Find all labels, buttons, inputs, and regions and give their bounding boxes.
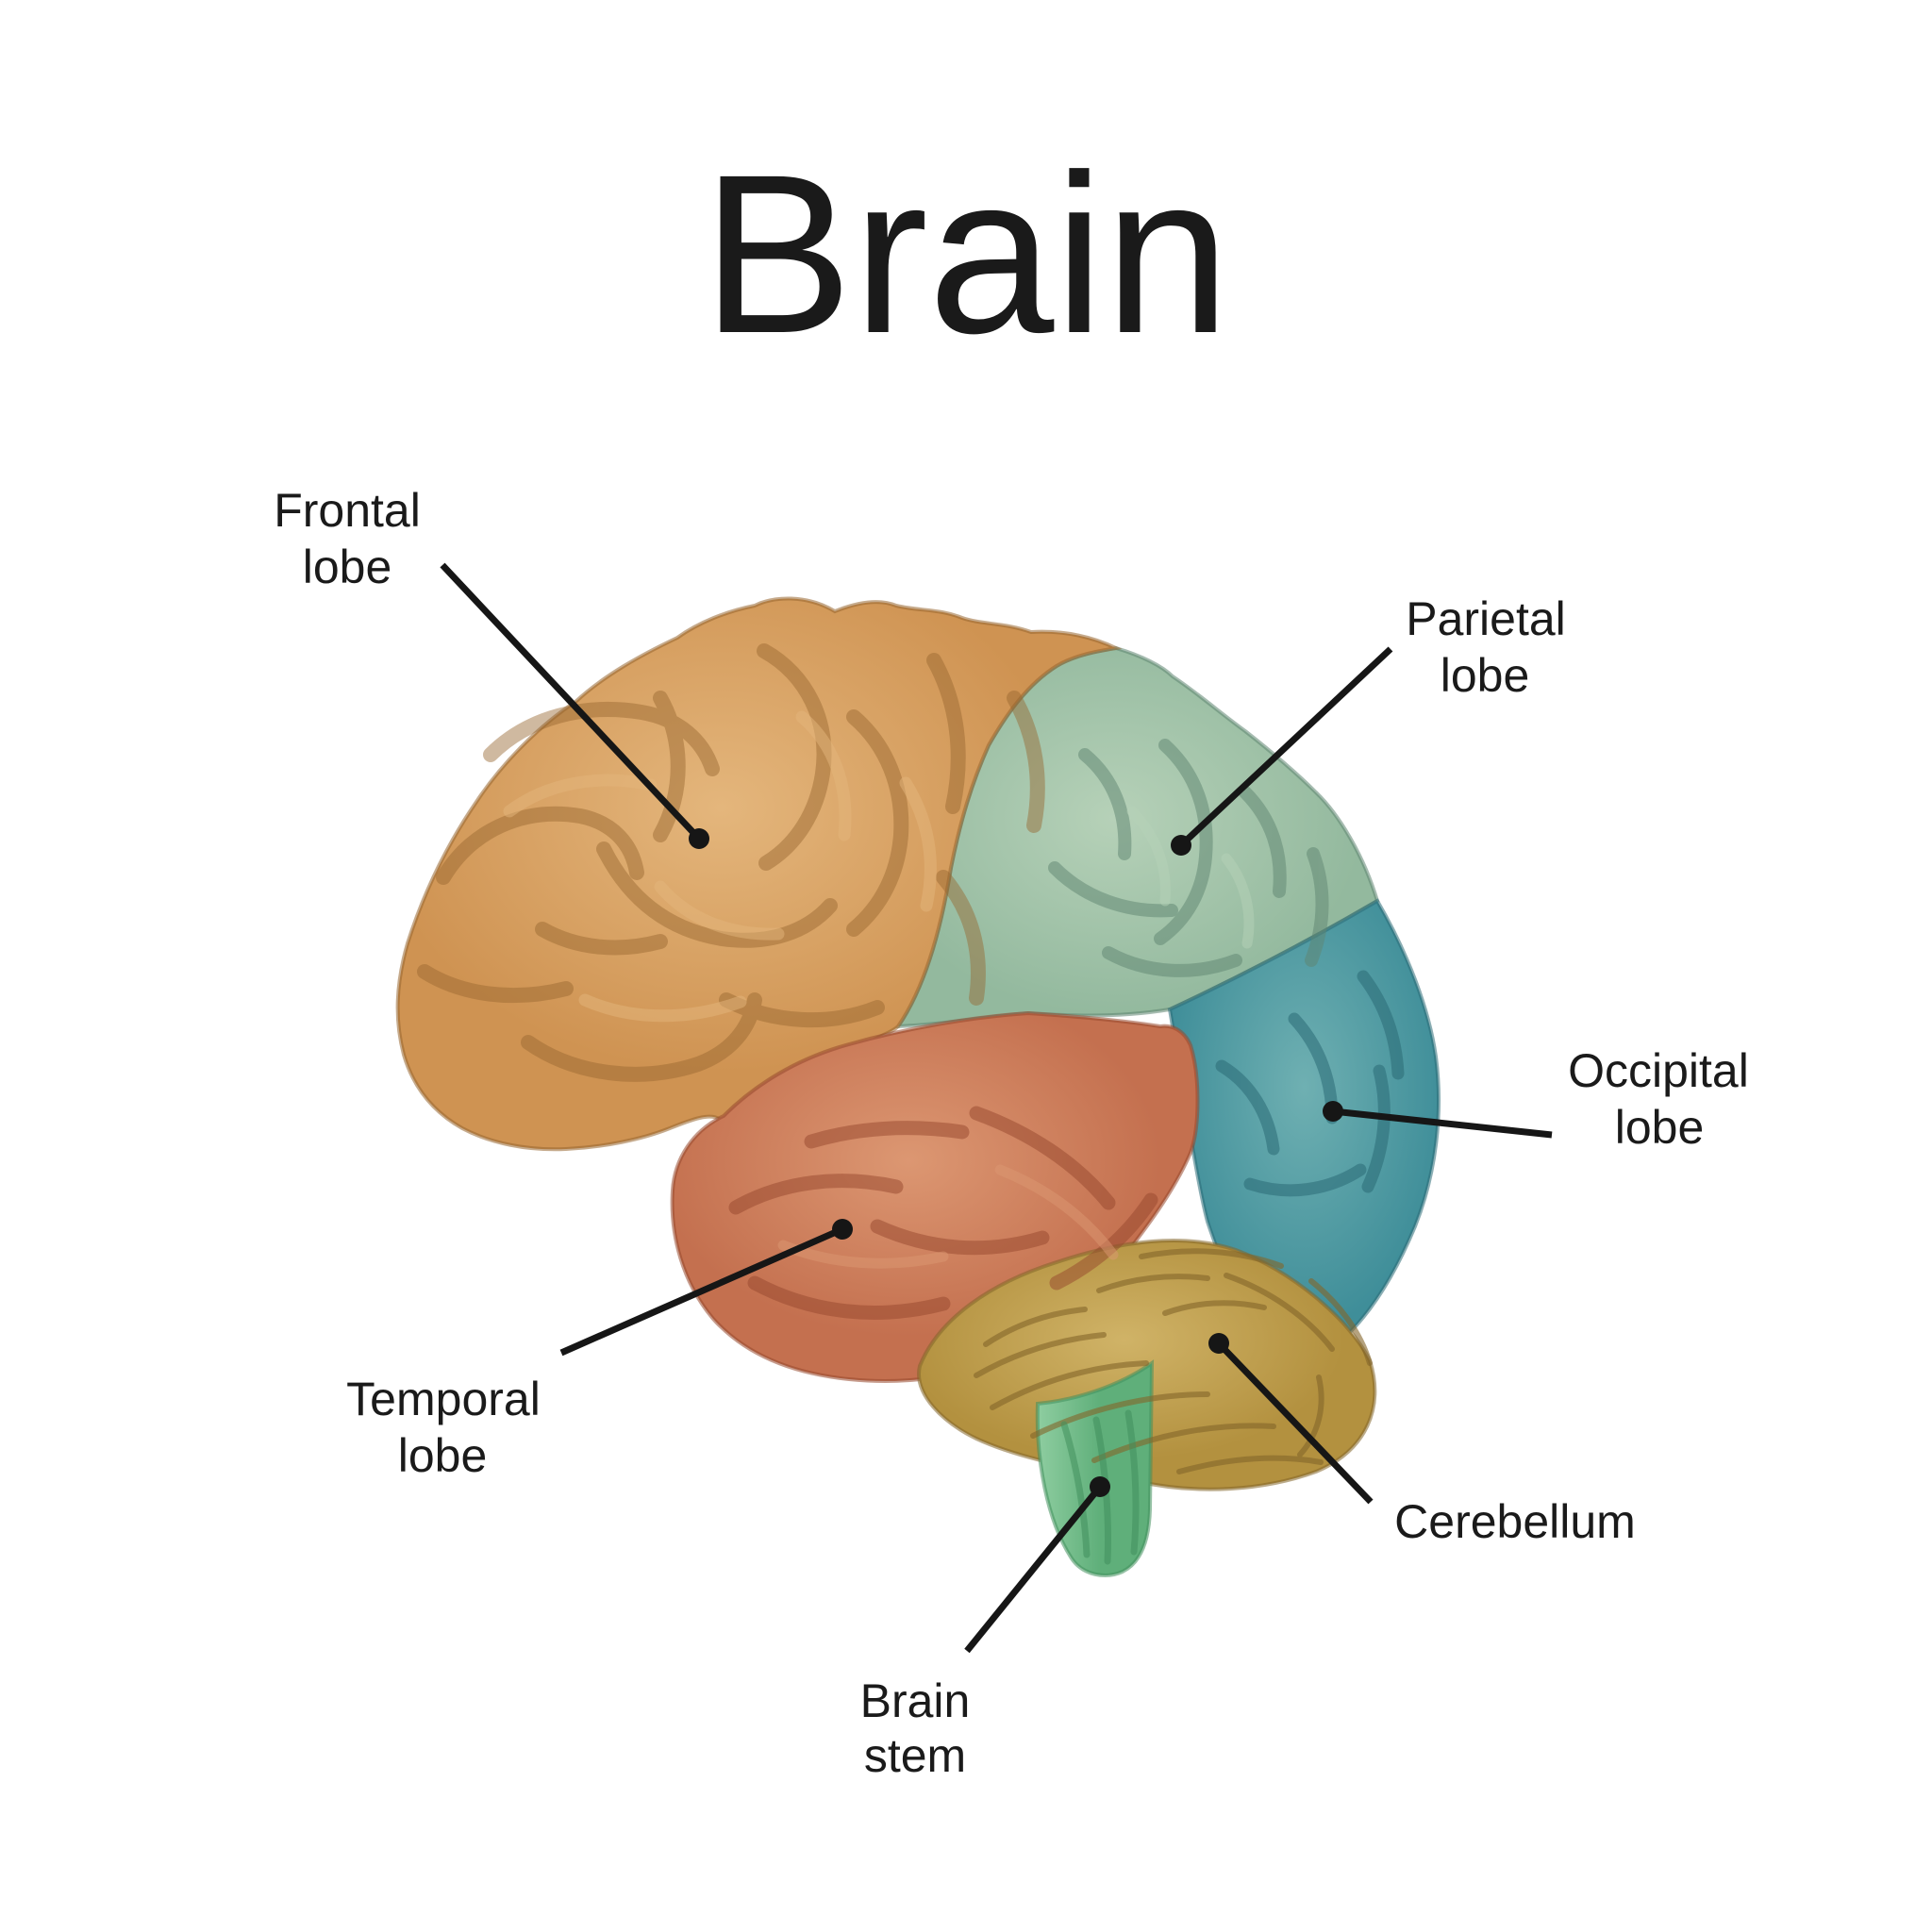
occipital-leader-line — [1332, 1108, 1553, 1139]
parietal-gyri-texture — [1048, 739, 1329, 977]
temporal-leader-line — [559, 1225, 844, 1357]
leader-lines — [440, 562, 1553, 1654]
brain-stem-label-line1: Brain — [860, 1674, 971, 1727]
brain-stem-leader-line — [964, 1484, 1103, 1654]
occipital-gyri-texture — [1215, 970, 1405, 1197]
frontal-leader-line — [440, 562, 702, 841]
occipital-lobe-label-line1: Occipital — [1568, 1044, 1749, 1097]
frontal-leader-dot — [689, 828, 709, 849]
parietal-leader-dot — [1171, 835, 1191, 856]
brain-stem-leader-dot — [1090, 1476, 1110, 1497]
cerebellum-label: Cerebellum — [1394, 1495, 1636, 1548]
leader-dots — [689, 828, 1343, 1497]
parietal-gyri-highlight — [1126, 806, 1255, 949]
cerebellum-striations — [974, 1248, 1373, 1474]
frontal-lobe-region — [395, 596, 1123, 1152]
occipital-lobe-label-line2: lobe — [1615, 1101, 1705, 1154]
brain-stem-region — [1035, 1359, 1155, 1577]
frontal-gyri-highlight — [503, 710, 937, 1023]
parietal-leader-line — [1178, 646, 1393, 848]
cerebellum-leader-line — [1216, 1341, 1374, 1505]
parietal-lobe-label-line2: lobe — [1441, 649, 1530, 702]
parietal-lobe-label-line1: Parietal — [1406, 592, 1566, 645]
page-title: Brain — [702, 127, 1230, 380]
temporal-lobe-label-line1: Temporal — [346, 1373, 541, 1425]
temporal-lobe-label-line2: lobe — [398, 1429, 488, 1482]
temporal-gyri-texture — [728, 1106, 1158, 1320]
brain-stem-label-line2: stem — [864, 1729, 966, 1782]
temporal-leader-dot — [832, 1219, 853, 1240]
occipital-leader-dot — [1323, 1101, 1343, 1122]
frontal-lobe-label-line1: Frontal — [274, 484, 421, 537]
frontal-gyri-texture — [417, 643, 1045, 1082]
cerebellum-leader-dot — [1208, 1333, 1229, 1354]
frontal-lobe-label-line2: lobe — [303, 541, 392, 593]
